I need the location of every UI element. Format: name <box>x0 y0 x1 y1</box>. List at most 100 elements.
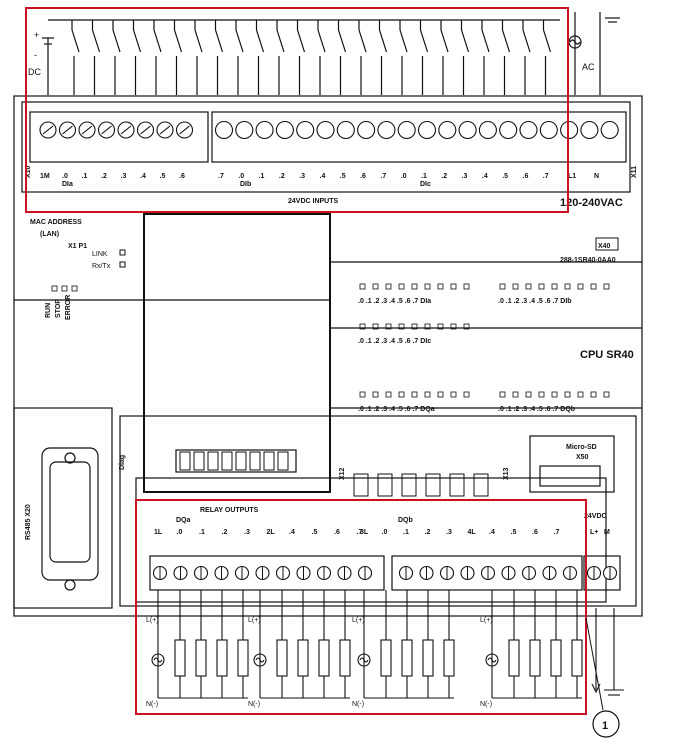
output-terminal-label: 4L <box>468 529 477 536</box>
output-terminal-label: .6 <box>532 529 538 536</box>
run-led <box>51 285 58 292</box>
input-switch <box>173 29 183 53</box>
input-terminal-label: .1 <box>421 173 427 180</box>
input-screw-icon <box>580 120 599 140</box>
load-resistor-icon <box>339 639 351 677</box>
input-switch <box>153 29 162 53</box>
load-resistor-icon <box>529 639 541 677</box>
led-row1-b: .0 .1 .2 .3 .4 .5 .6 .7 DIb <box>498 298 572 305</box>
load-resistor-icon <box>174 639 186 677</box>
input-screw-icon <box>499 120 518 140</box>
bus-cell <box>473 473 489 497</box>
dqa-label: DQa <box>176 517 191 524</box>
x10-label: X10 <box>25 165 32 178</box>
output-terminal-label: .5 <box>511 529 517 536</box>
input-screw-icon <box>519 120 538 140</box>
load-resistor-icon <box>195 639 207 677</box>
output-terminal-label: .5 <box>312 529 318 536</box>
input-switch <box>71 29 80 53</box>
status-led <box>463 283 470 290</box>
status-led <box>450 391 457 398</box>
group-dia: DIa <box>62 181 73 188</box>
screw-slot <box>42 125 54 135</box>
load-resistor-icon <box>237 639 249 677</box>
dqb-label: DQb <box>398 517 413 524</box>
output-terminal-label: .4 <box>489 529 495 536</box>
load-resistor-icon <box>550 639 562 677</box>
status-led <box>372 391 379 398</box>
input-terminal-label: .6 <box>523 173 529 180</box>
output-wiring <box>151 590 583 699</box>
l-plus-wire-label: L(+) <box>146 617 159 624</box>
led-row3-a: .0 .1 .2 .3 .4 .5 .6 .7 DQa <box>358 406 435 413</box>
callout-leader <box>585 617 604 711</box>
input-switch <box>194 29 203 53</box>
input-screw-icon <box>417 120 437 140</box>
group-dib: DIb <box>240 181 251 188</box>
input-terminal-label: .5 <box>160 173 166 180</box>
fw-badge <box>595 237 619 251</box>
load-resistor-icon <box>276 639 288 677</box>
input-screw-icon <box>600 120 619 140</box>
n-minus-wire-label: N(-) <box>146 701 158 708</box>
status-led <box>512 283 519 290</box>
input-switch <box>214 29 224 53</box>
ac-wave <box>487 657 497 663</box>
output-terminal-label: .3 <box>446 529 452 536</box>
l-plus-wire-label: L(+) <box>352 617 365 624</box>
led-row3-b: .0 .1 .2 .3 .4 .5 .6 .7 DQb <box>498 406 575 413</box>
input-terminal-label: .2 <box>101 173 107 180</box>
status-led <box>398 391 405 398</box>
input-switch <box>460 29 470 53</box>
x12-label: X12 <box>339 467 346 480</box>
input-screw-icon <box>438 120 457 140</box>
status-led <box>499 283 506 290</box>
status-led <box>359 283 366 290</box>
status-led <box>551 391 558 398</box>
run-label: RUN <box>45 303 52 318</box>
screw-slot <box>120 125 132 135</box>
input-terminal-block <box>39 120 619 140</box>
load-resistor-icon <box>571 639 583 677</box>
expansion-bus <box>179 451 489 497</box>
dc-minus: - <box>34 50 37 60</box>
input-terminal-label: .0 <box>238 173 244 180</box>
status-led <box>411 391 418 398</box>
load-resistor-icon <box>422 639 434 677</box>
load-resistor-icon <box>216 639 228 677</box>
input-screw-icon <box>336 120 355 140</box>
screw-slot <box>81 125 93 135</box>
status-led <box>372 283 379 290</box>
status-led <box>564 391 571 398</box>
input-switch <box>255 29 265 53</box>
n-minus-wire-label: N(-) <box>248 701 260 708</box>
input-switch <box>91 29 101 53</box>
input-terminal-labels: 1M.0.1.2.3.4.5.6.7.0.1.2.3.4.5.6.7.0.1.2… <box>40 173 599 180</box>
dc-label: DC <box>28 67 41 77</box>
screw-slot <box>62 125 73 135</box>
status-led <box>385 283 392 290</box>
input-switch <box>112 29 121 53</box>
load-resistor-icon <box>443 639 455 677</box>
output-terminal-label: M <box>604 529 610 536</box>
bus-pin <box>179 451 191 471</box>
input-terminal-label: .6 <box>179 173 185 180</box>
input-screw-icon <box>214 120 234 140</box>
status-led <box>590 391 597 398</box>
input-screw-icon <box>397 120 416 140</box>
status-led <box>424 391 431 398</box>
status-led <box>590 283 597 290</box>
output-terminal-label: 2L <box>267 529 276 536</box>
ac-wave <box>255 657 265 663</box>
ground-icon <box>591 608 624 696</box>
bus-pin <box>193 451 205 471</box>
bus-pin <box>221 451 233 471</box>
microsd-line2: X50 <box>576 454 589 461</box>
output-terminal-label: .2 <box>222 529 228 536</box>
output-terminal-label: .2 <box>425 529 431 536</box>
load-resistor-icon <box>380 639 392 677</box>
plc-housing <box>13 95 643 617</box>
n-minus-wire-label: N(-) <box>352 701 364 708</box>
bus-cell <box>401 473 417 497</box>
input-screw-icon <box>539 120 558 140</box>
